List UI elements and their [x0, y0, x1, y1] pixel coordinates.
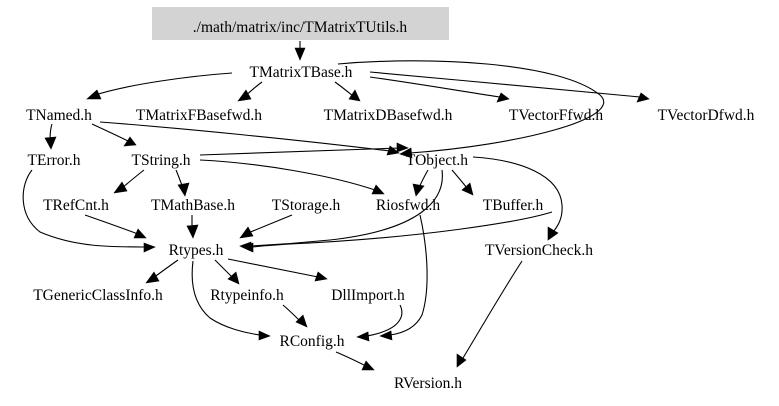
edge-terror-to-rtypes — [22, 169, 156, 253]
node-tnamed[interactable]: TNamed.h — [26, 107, 92, 124]
edge-riosfwd-to-rconfig — [379, 214, 428, 341]
edge-rtypeinfo-to-rconfig — [282, 304, 308, 328]
node-tversioncheck[interactable]: TVersionCheck.h — [485, 242, 593, 259]
root-node-label: ./math/matrix/inc/TMatrixTUtils.h — [193, 19, 408, 36]
node-rconfig[interactable]: RConfig.h — [279, 333, 344, 350]
root-node[interactable]: ./math/matrix/inc/TMatrixTUtils.h — [152, 7, 449, 40]
edge-rtypes-to-rtypeinfo — [214, 259, 240, 285]
node-tstring[interactable]: TString.h — [132, 152, 191, 169]
node-tstorage[interactable]: TStorage.h — [272, 197, 341, 214]
edge-tstring-to-riosfwd — [199, 142, 409, 156]
node-trefcnt[interactable]: TRefCnt.h — [43, 197, 109, 214]
edge-root-to-tmatrixtbase — [294, 41, 306, 61]
edge-rconfig-to-rversion — [335, 351, 375, 371]
node-tmatrixfbasefwd[interactable]: TMatrixFBasefwd.h — [136, 107, 262, 124]
root-node-box — [152, 7, 449, 40]
edge-tobject-to-tversioncheck — [472, 156, 563, 241]
node-tvectorffwd[interactable]: TVectorFfwd.h — [509, 107, 604, 124]
node-rtypeinfo[interactable]: Rtypeinfo.h — [210, 287, 284, 304]
edge-tnamed-to-terror — [44, 123, 57, 150]
edge-tstring-to-tmathbase — [175, 169, 190, 197]
edge-tstorage-to-rtypes — [239, 214, 293, 239]
node-terror[interactable]: TError.h — [28, 152, 81, 169]
node-tvectordfwd[interactable]: TVectorDfwd.h — [658, 107, 755, 124]
edge-dllimport-to-rconfig — [356, 304, 403, 342]
edge-rtypes-to-rconfig — [191, 260, 271, 341]
node-rtypes[interactable]: Rtypes.h — [169, 242, 224, 259]
node-tmatrixtbase[interactable]: TMatrixTBase.h — [250, 64, 353, 81]
edge-tversioncheck-to-rversion — [456, 260, 523, 368]
node-tmatrixdbasefwd[interactable]: TMatrixDBasefwd.h — [324, 107, 453, 124]
node-tobject[interactable]: TObject.h — [406, 152, 468, 169]
node-tgenericclassinfo[interactable]: TGenericClassInfo.h — [33, 287, 163, 304]
edge-tmatrixtbase-to-tmatrixfbasefwd — [237, 81, 263, 102]
edge-rtypes-to-dllimport — [227, 258, 328, 282]
node-rversion[interactable]: RVersion.h — [394, 375, 462, 392]
node-tmathbase[interactable]: TMathBase.h — [151, 197, 235, 214]
edge-tmatrixtbase-to-tobject — [337, 60, 605, 159]
edge-tmatrixtbase-to-tvectordfwd — [369, 71, 650, 103]
edge-tmatrixtbase-to-tvectorffwd — [369, 76, 510, 103]
edge-rtypes-to-tgenericclassinfo — [145, 259, 179, 284]
edge-tstring-to-trefcnt — [113, 169, 145, 194]
edge-tbuffer-to-rtypes — [241, 211, 553, 253]
edge-trefcnt-to-rtypes — [84, 214, 147, 239]
edge-tobject-to-tbuffer — [451, 169, 474, 196]
edge-tmathbase-to-rtypes — [186, 214, 199, 239]
edge-layer — [22, 41, 650, 371]
edge-tobject-to-riosfwd — [412, 169, 429, 197]
edge-tmatrixtbase-to-tmatrixdbasefwd — [334, 81, 361, 102]
edge-tstring-to-tstorage — [199, 159, 385, 195]
node-riosfwd[interactable]: Riosfwd.h — [376, 197, 440, 214]
edge-tmatrixtbase-to-tnamed — [86, 72, 233, 100]
edge-tnamed-to-tstring — [91, 123, 137, 147]
node-dllimport[interactable]: DllImport.h — [331, 287, 405, 304]
node-layer: TMatrixTBase.h TNamed.h TMatrixFBasefwd.… — [26, 64, 755, 392]
node-tbuffer[interactable]: TBuffer.h — [483, 197, 544, 214]
